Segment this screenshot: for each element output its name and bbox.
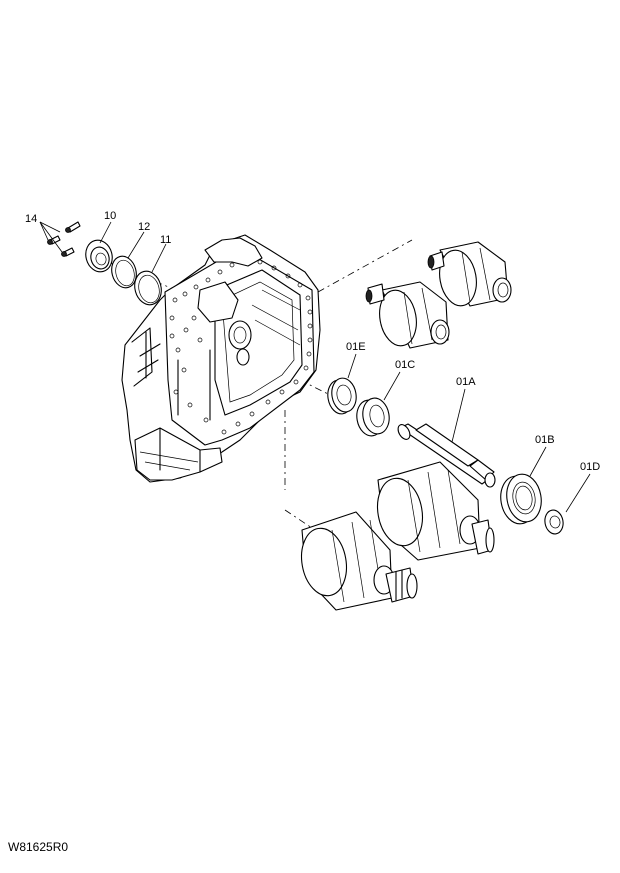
callout-01A: 01A <box>456 376 476 388</box>
clutch-pack-lower-right <box>376 461 495 561</box>
transmission-housing <box>121 234 321 483</box>
drawing-code: W81625R0 <box>8 840 69 854</box>
bearing-part-01E <box>327 377 357 415</box>
callout-01D: 01D <box>580 461 601 473</box>
snap-ring-part-11 <box>134 270 162 306</box>
callout-01E: 01E <box>346 341 366 353</box>
cover-plate-part-10 <box>85 239 113 273</box>
clutch-pack-upper-left <box>365 281 450 349</box>
callout-01B: 01B <box>535 434 555 446</box>
bolt-part-14 <box>47 221 81 257</box>
callout-11: 11 <box>160 234 172 246</box>
o-ring-part-12 <box>111 255 137 289</box>
callout-01C: 01C <box>395 359 416 371</box>
callout-12: 12 <box>138 221 151 233</box>
callout-14: 14 <box>25 213 38 225</box>
shaft-part-01A <box>397 423 496 488</box>
callout-10: 10 <box>104 210 117 222</box>
clutch-pack-upper-right <box>427 241 512 307</box>
clutch-pack-lower-left <box>300 511 418 611</box>
washer-part-01D <box>544 509 564 535</box>
bearing-part-01B <box>500 473 542 525</box>
bearing-part-01C <box>356 397 390 437</box>
callout-leaders <box>39 221 591 513</box>
